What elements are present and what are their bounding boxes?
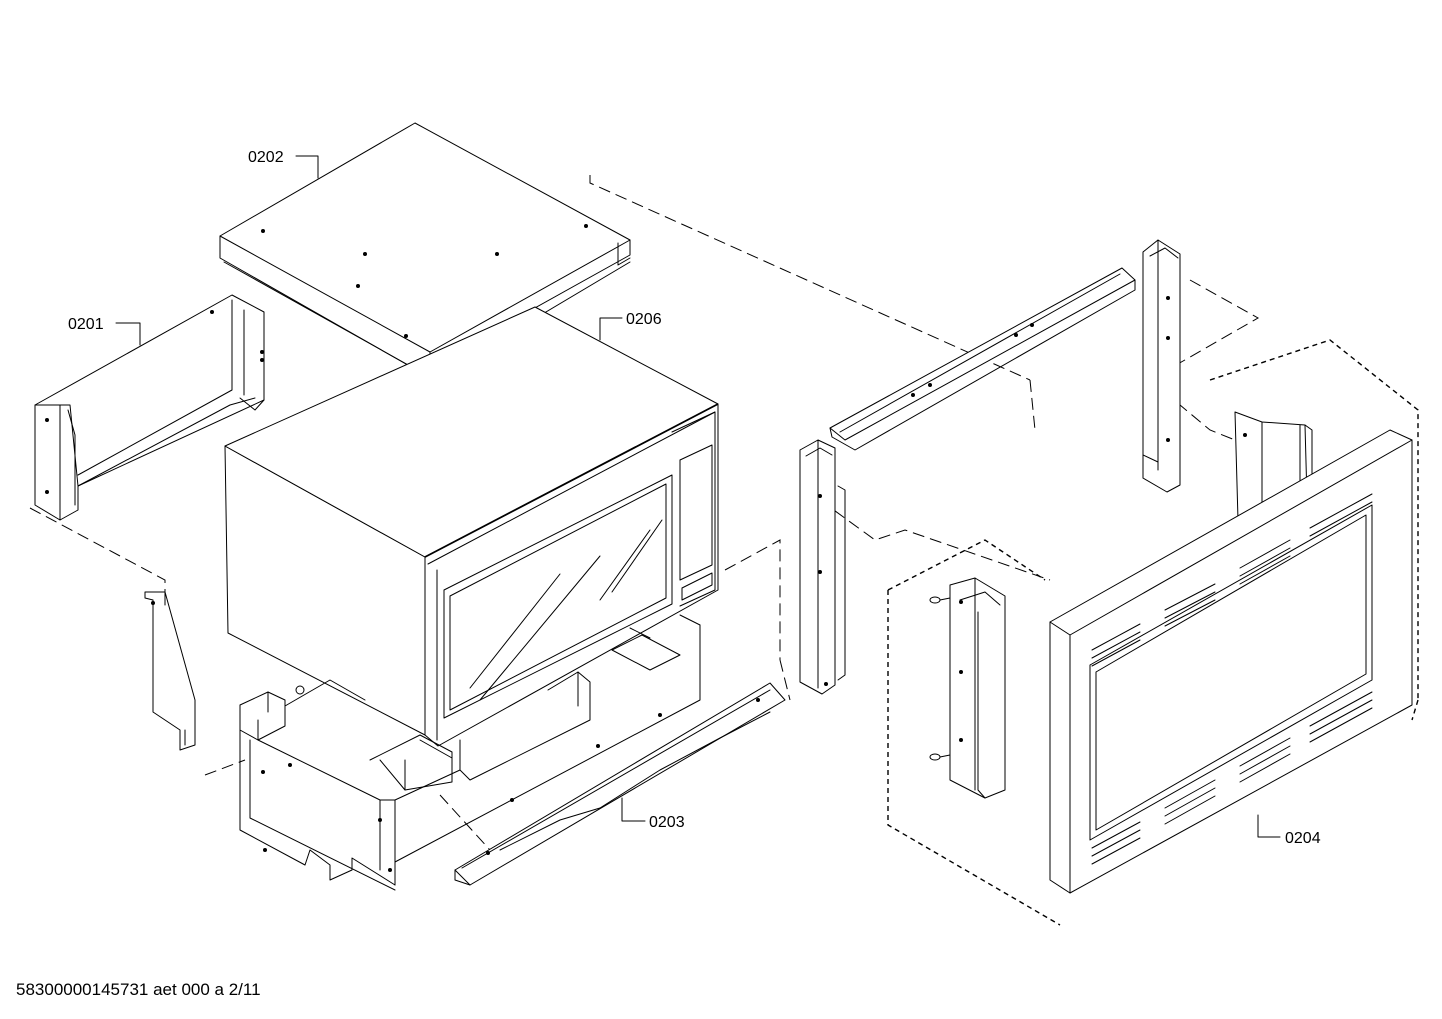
part-0203-bottom-trim (454, 682, 786, 886)
part-0204-trim-kit (887, 339, 1419, 926)
leader-lines (115, 155, 1281, 838)
label-0206: 0206 (626, 311, 662, 328)
assembly-guide-lines (29, 175, 1260, 851)
label-0204: 0204 (1285, 830, 1321, 847)
part-0201-side-panel (34, 294, 265, 521)
post-upper-right (1142, 239, 1181, 493)
label-0203: 0203 (649, 814, 685, 831)
document-id-footer: 58300000145731 aet 000 a 2/11 (16, 980, 261, 999)
post-middle (799, 439, 846, 695)
label-0202: 0202 (248, 149, 284, 166)
part-0206-microwave (224, 306, 719, 747)
label-0201: 0201 (68, 316, 104, 333)
screw-icon (929, 596, 951, 604)
screw-icon (929, 753, 951, 761)
vent-slots-top (1091, 493, 1373, 667)
vent-slots-bottom (1091, 691, 1373, 865)
rail-top-right (829, 267, 1136, 451)
chassis-frame (239, 614, 701, 891)
bracket-left-lower (144, 591, 196, 751)
